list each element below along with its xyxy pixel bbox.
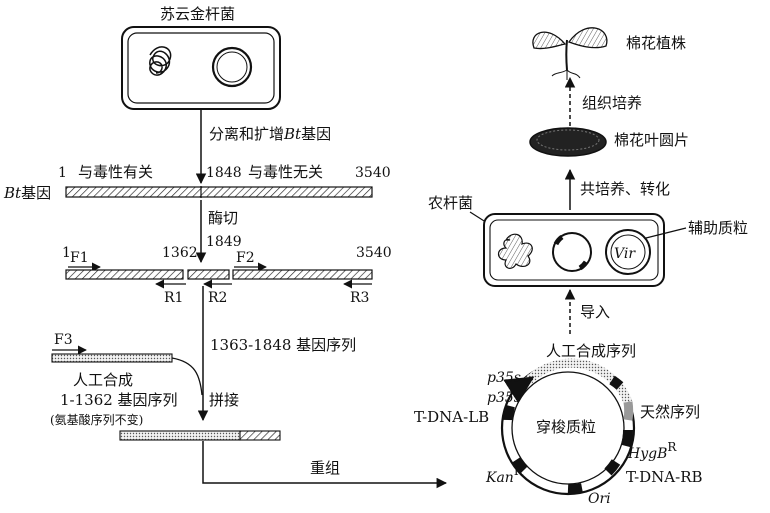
source-bacterium-label: 苏云金杆菌 <box>160 5 235 23</box>
pos-1-a: 1 <box>58 165 67 181</box>
kan-marker <box>511 457 528 474</box>
ori-label: Ori <box>588 491 611 507</box>
fragment-1363-1848 <box>187 269 230 280</box>
shuttle-plasmid: 穿梭质粒 <box>500 358 636 496</box>
artificial-fragment-bar <box>51 353 173 363</box>
spliced-natural-part <box>239 430 281 441</box>
arrow-recombine <box>202 441 448 489</box>
primer-r3-label: R3 <box>350 290 369 306</box>
cotton-plant-icon <box>532 27 608 80</box>
amino-acid-note: (氨基酸序列不变) <box>50 412 143 427</box>
introduce-label: 导入 <box>580 303 610 321</box>
spliced-artificial-part <box>119 430 241 441</box>
coculture-label: 共培养、转化 <box>580 180 670 198</box>
p35s-label-1: p35s <box>487 370 521 386</box>
pos-1362: 1362 <box>162 245 198 261</box>
leaf-disc <box>529 127 607 157</box>
bt-gene-label: Bt基因 <box>3 184 51 202</box>
tdna-lb-marker <box>503 404 515 421</box>
tissue-culture-label: 组织培养 <box>582 94 642 112</box>
vir-label: Vir <box>614 246 636 262</box>
bt-gene-bar <box>65 186 373 198</box>
artificial-synth-label-2: 1-1362 基因序列 <box>60 391 178 409</box>
leaf-disc-label: 棉花叶圆片 <box>614 131 689 149</box>
hygb-marker <box>621 429 633 448</box>
primer-r2-label: R2 <box>208 290 227 306</box>
isolate-amplify-label: 分离和扩增Bt基因 <box>209 125 331 143</box>
chromosome-icon <box>149 46 172 76</box>
natural-seq-segment <box>623 401 634 421</box>
plasmid-icon <box>211 46 253 88</box>
splice-curve <box>171 357 203 396</box>
artificial-seq-label: 人工合成序列 <box>546 342 636 360</box>
helper-plasmid-icon <box>605 229 651 275</box>
pos-1848-a: 1848 <box>206 165 242 181</box>
primer-f1-label: F1 <box>70 250 89 266</box>
toxic-unrelated-label: 与毒性无关 <box>248 163 323 181</box>
shuttle-plasmid-small-icon <box>552 232 592 272</box>
agro-label: 农杆菌 <box>428 194 473 212</box>
hygb-label: HygBR <box>627 440 677 462</box>
enzyme-cut-label: 酶切 <box>208 209 238 227</box>
pos-3540-b: 3540 <box>356 245 392 261</box>
recombine-label: 重组 <box>310 459 340 477</box>
primer-r1-label: R1 <box>164 290 183 306</box>
natural-seq-label: 天然序列 <box>640 403 700 421</box>
fragment-1-1362 <box>65 269 184 280</box>
cotton-plant-label: 棉花植株 <box>626 34 686 52</box>
pos-1849: 1849 <box>206 234 242 250</box>
helper-plasmid-label: 辅助质粒 <box>688 219 748 237</box>
p35s-label-2: p35s <box>487 390 521 406</box>
source-bacterium-cell <box>121 26 281 110</box>
ori-marker <box>567 483 583 495</box>
tdna-rb-marker <box>604 459 621 476</box>
shuttle-plasmid-label: 穿梭质粒 <box>536 418 596 436</box>
fragment-1849-3540 <box>232 269 373 280</box>
primer-f2-label: F2 <box>236 250 255 266</box>
kan-label: KanR <box>485 464 524 486</box>
tdna-lb-label: T-DNA-LB <box>414 408 489 426</box>
artificial-synth-label-1: 人工合成 <box>73 371 133 389</box>
seq-1363-1848-label: 1363-1848 基因序列 <box>210 336 356 354</box>
helper-plasmid-pointer <box>645 227 687 239</box>
artificial-seq-segment <box>524 358 633 404</box>
toxic-related-label: 与毒性有关 <box>78 163 153 181</box>
tdna-rb-label: T-DNA-RB <box>626 468 703 486</box>
agrobacterium-cell: Vir <box>483 213 665 287</box>
pos-3540-a: 3540 <box>355 165 391 181</box>
agro-chromosome-icon <box>497 233 533 269</box>
primer-f3-label: F3 <box>54 332 73 348</box>
splice-label: 拼接 <box>209 391 239 409</box>
pos-1-b: 1 <box>62 245 71 261</box>
